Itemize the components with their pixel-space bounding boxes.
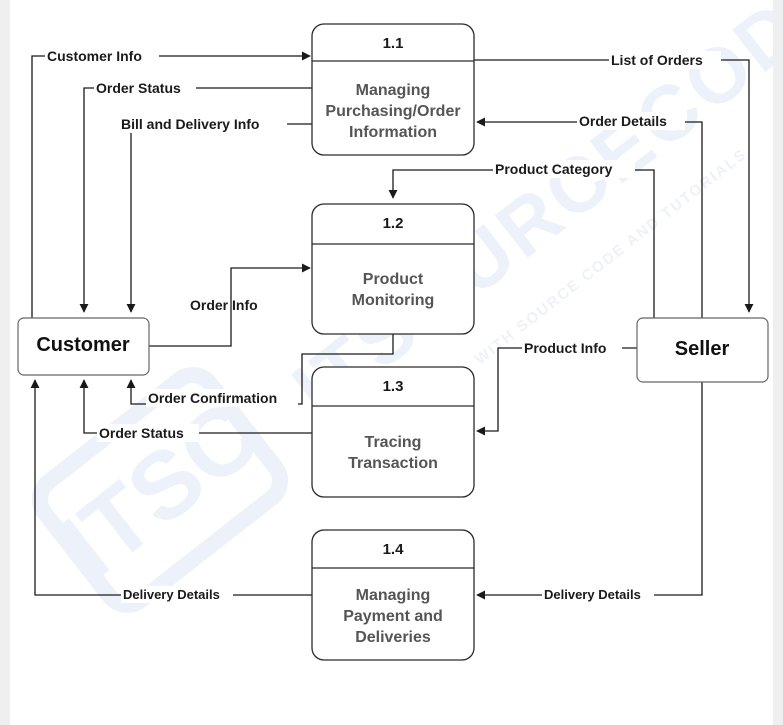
process-1-1: 1.1 Managing Purchasing/Order Informatio… (311, 23, 475, 156)
process-1-4-id: 1.4 (383, 541, 405, 558)
flow-order-info (149, 263, 311, 347)
label-product-category: Product Category (495, 161, 613, 177)
entity-customer: Customer (17, 317, 150, 376)
flow-order-details (476, 117, 703, 318)
flow-order-confirmation (126, 334, 394, 405)
label-order-confirmation: Order Confirmation (148, 390, 277, 406)
data-flow-diagram: ITSOURCECODE WITH SOURCE CODE AND TUTORI… (17, 0, 773, 661)
process-1-1-name-line1: Managing (356, 82, 431, 99)
label-order-info: Order Info (190, 297, 258, 313)
label-bill-delivery-info: Bill and Delivery Info (121, 116, 259, 132)
label-customer-info: Customer Info (47, 48, 142, 64)
label-order-status-1: Order Status (96, 80, 181, 96)
process-1-1-name-line3: Information (349, 124, 437, 141)
label-product-info: Product Info (524, 340, 606, 356)
flow-list-of-orders (474, 59, 754, 313)
process-1-2-name-line2: Monitoring (352, 292, 435, 309)
flow-product-info (476, 347, 637, 436)
flow-delivery-details-right (476, 382, 703, 600)
process-1-1-id: 1.1 (383, 35, 404, 52)
flow-order-status-1 (79, 87, 312, 313)
process-1-2: 1.2 Product Monitoring (311, 203, 475, 335)
process-1-2-name-line1: Product (363, 271, 424, 288)
process-1-2-id: 1.2 (383, 215, 404, 232)
process-1-4-name-line1: Managing (356, 587, 431, 604)
diagram-canvas: ITSOURCECODE WITH SOURCE CODE AND TUTORI… (10, 0, 773, 725)
label-list-of-orders: List of Orders (611, 52, 703, 68)
flow-labels: Customer Info Order Status Bill and Deli… (45, 47, 721, 603)
flow-order-status-2 (79, 379, 312, 434)
process-1-3: 1.3 Tracing Transaction (311, 366, 475, 498)
process-1-1-name-line2: Purchasing/Order (325, 103, 460, 120)
flow-customer-info (31, 51, 311, 318)
process-1-4-name-line3: Deliveries (355, 629, 431, 646)
label-delivery-details-left: Delivery Details (123, 587, 220, 602)
flow-bill-delivery-info (126, 123, 312, 313)
process-1-3-name-line1: Tracing (365, 434, 422, 451)
process-1-4-name-line2: Payment and (343, 608, 443, 625)
entity-seller: Seller (636, 317, 769, 383)
label-order-status-2: Order Status (99, 425, 184, 441)
entity-customer-label: Customer (36, 334, 130, 356)
entity-seller-label: Seller (675, 338, 730, 360)
label-delivery-details-right: Delivery Details (544, 587, 641, 602)
process-1-3-id: 1.3 (383, 378, 404, 395)
label-order-details: Order Details (579, 113, 667, 129)
process-1-4: 1.4 Managing Payment and Deliveries (311, 529, 475, 661)
process-1-3-name-line2: Transaction (348, 455, 438, 472)
